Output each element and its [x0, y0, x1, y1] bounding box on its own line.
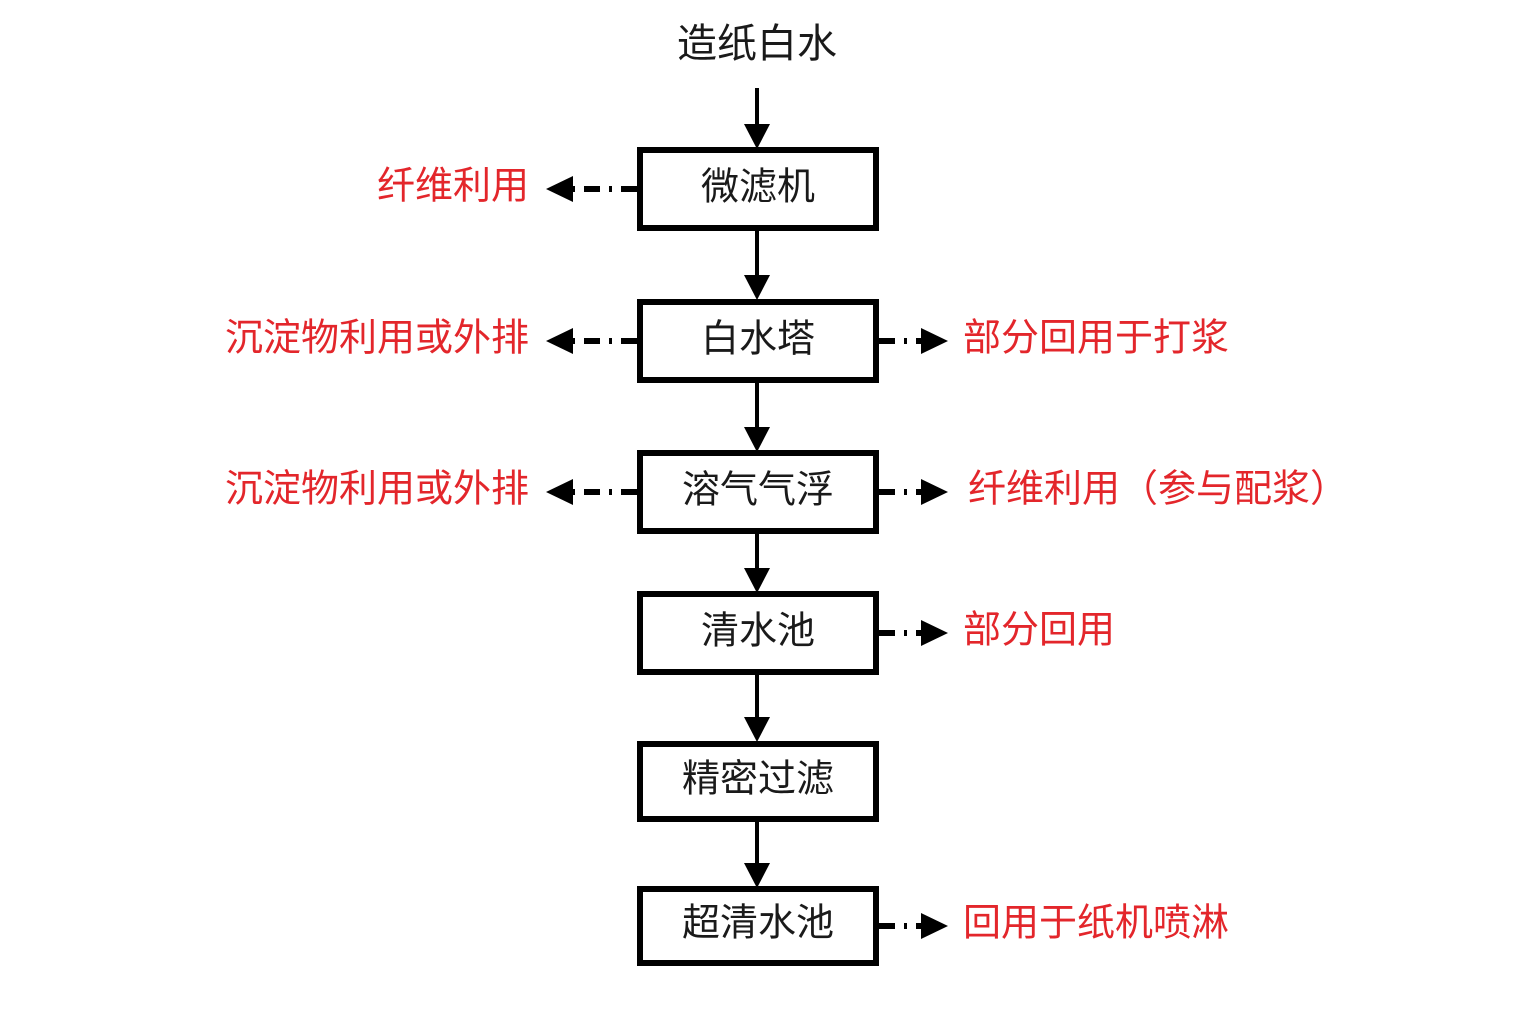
branch-whitewater-tower-right — [879, 328, 948, 354]
branch-clearwater-pool-right — [879, 620, 948, 646]
node-precision-filtration-label: 精密过滤 — [682, 759, 834, 801]
node-microfilter-label: 微滤机 — [701, 167, 815, 209]
node-whitewater-tower-label: 白水塔 — [701, 319, 815, 361]
node-whitewater-tower[interactable]: 白水塔 — [637, 299, 879, 383]
node-clearwater-pool[interactable]: 清水池 — [637, 591, 879, 675]
label-partial-reuse: 部分回用 — [963, 610, 1115, 652]
inflow-title: 造纸白水 — [677, 21, 837, 66]
node-dissolved-air-flotation-label: 溶气气浮 — [682, 470, 834, 512]
branch-dissolved-air-flotation-left — [546, 479, 637, 505]
label-sediment-reuse-or-discharge-2: 沉淀物利用或外排 — [225, 469, 529, 511]
label-partial-reuse-for-pulping: 部分回用于打浆 — [963, 318, 1229, 360]
connector-inflow-to-microfilter — [744, 88, 770, 149]
node-precision-filtration[interactable]: 精密过滤 — [637, 741, 879, 822]
node-clearwater-pool-label: 清水池 — [701, 611, 815, 653]
branch-ultraclear-water-pool-right — [879, 913, 948, 939]
label-sediment-reuse-or-discharge-1: 沉淀物利用或外排 — [225, 318, 529, 360]
connector-clearwater-pool-to-precision-filtration — [744, 672, 770, 742]
connector-dissolved-air-flotation-to-clearwater-pool — [744, 531, 770, 593]
node-ultraclear-water-pool-label: 超清水池 — [682, 903, 834, 945]
label-reuse-for-paper-machine-shower: 回用于纸机喷淋 — [963, 903, 1229, 945]
label-fiber-reuse-1: 纤维利用 — [377, 166, 529, 208]
node-microfilter[interactable]: 微滤机 — [637, 147, 879, 231]
node-dissolved-air-flotation[interactable]: 溶气气浮 — [637, 450, 879, 534]
branch-whitewater-tower-left — [546, 328, 637, 354]
connector-precision-filtration-to-ultraclear-water-pool — [744, 819, 770, 888]
node-ultraclear-water-pool[interactable]: 超清水池 — [637, 886, 879, 966]
connector-whitewater-tower-to-dissolved-air-flotation — [744, 380, 770, 452]
connector-microfilter-to-whitewater-tower — [744, 228, 770, 300]
branch-microfilter-left — [546, 176, 637, 202]
branch-dissolved-air-flotation-right — [879, 479, 948, 505]
label-fiber-reuse-in-furnish: 纤维利用（参与配浆） — [968, 469, 1348, 511]
